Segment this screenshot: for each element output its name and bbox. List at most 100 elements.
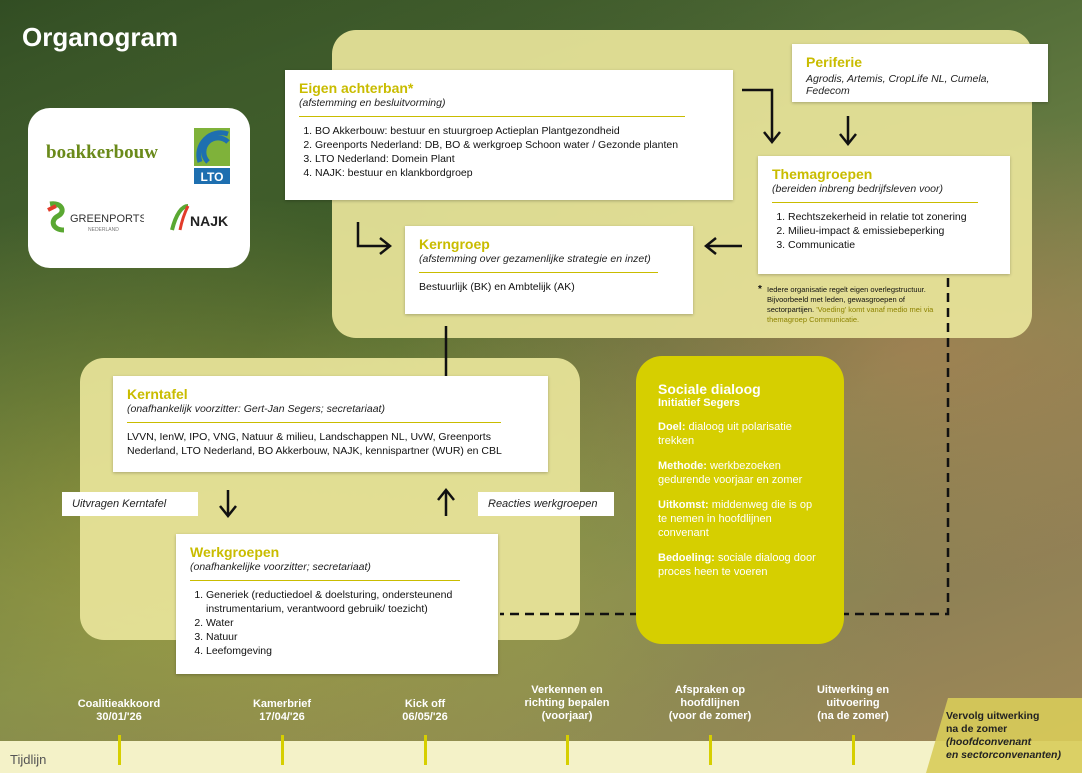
werkgroepen-list: Generiek (reductiedoel & doelsturing, on…: [190, 588, 484, 658]
uitkomst-paragraph: Uitkomst: middenweg die is op te nemen i…: [658, 498, 822, 540]
divider: [127, 422, 502, 423]
werkgroepen-subtitle: (onafhankelijke voorzitter; secretariaat…: [190, 561, 371, 573]
milestone-line: na de zomer: [946, 723, 1008, 735]
uitvragen-label: Uitvragen Kerntafel: [62, 492, 198, 516]
svg-text:LTO: LTO: [201, 170, 224, 184]
doel-label: Doel:: [658, 421, 686, 433]
eigen-achterban-list: BO Akkerbouw: bestuur en stuurgroep Acti…: [299, 124, 719, 180]
eigen-achterban-subtitle: (afstemming en besluitvorming): [299, 97, 446, 109]
timeline-bar: [0, 741, 1082, 773]
milestone-coalitieakkoord: Coalitieakkoord 30/01/'26: [54, 698, 184, 724]
milestone-line: Verkennen en: [531, 684, 603, 696]
milestone-line: (na de zomer): [817, 710, 889, 722]
timeline-end-shape: [926, 698, 1082, 773]
doel-paragraph: Doel: dialoog uit polarisatie trekken: [658, 420, 822, 448]
divider: [299, 116, 686, 117]
milestone-kamerbrief: Kamerbrief 17/04/'26: [217, 698, 347, 724]
milestone-line: (voorjaar): [541, 710, 593, 722]
greenports-icon: GREENPORTS NEDERLAND: [47, 201, 147, 233]
timeline-tick: [118, 735, 121, 765]
doel-text: dialoog uit polarisatie trekken: [658, 421, 792, 447]
uitkomst-text: middenweg die is op te nemen in hoofdlij…: [658, 499, 813, 539]
milestone-line: Coalitieakkoord: [77, 698, 161, 710]
milestone-line: Kamerbrief: [252, 698, 312, 710]
timeline-label: Tijdlijn: [10, 752, 47, 767]
najk-logo: NAJK: [170, 204, 240, 239]
divider: [772, 202, 979, 203]
milestone-line: Vervolg uitwerking: [946, 710, 1040, 722]
list-item: Communicatie: [788, 238, 996, 252]
list-item: Water: [206, 616, 484, 630]
list-item: Leefomgeving: [206, 644, 484, 658]
milestone-line: 17/04/'26: [259, 711, 305, 723]
milestone-afspraken: Afspraken op hoofdlijnen (voor de zomer): [645, 684, 775, 723]
arrow-achterban-to-kerngroep: [356, 222, 388, 248]
kerngroep-body: Bestuurlijk (BK) en Ambtelijk (AK): [419, 281, 575, 293]
bedoeling-text: sociale dialoog door proces heen te voer…: [658, 552, 816, 578]
milestone-line: Afspraken op: [674, 684, 746, 696]
periferie-title: Periferie: [806, 54, 863, 70]
kerngroep-box: Kerngroep (afstemming over gezamenlijke …: [405, 226, 693, 314]
periferie-body: Agrodis, Artemis, CropLife NL, Cumela, F…: [806, 73, 990, 97]
milestone-line: 30/01/'26: [96, 711, 142, 723]
methode-paragraph: Methode: werkbezoeken gedurende voorjaar…: [658, 459, 822, 487]
bedoeling-paragraph: Bedoeling: sociale dialoog door proces h…: [658, 551, 822, 579]
kerntafel-body: LVVN, IenW, IPO, VNG, Natuur & milieu, L…: [127, 431, 502, 457]
milestone-line: hoofdlijnen: [680, 697, 740, 709]
milestone-line: 06/05/'26: [402, 711, 448, 723]
page-title: Organogram: [22, 22, 179, 52]
methode-label: Methode:: [658, 460, 707, 472]
logo-card: boakkerbouw LTO GREENPORTS NEDERLAND NAJ…: [28, 108, 250, 268]
kerntafel-box: Kerntafel (onafhankelijk voorzitter: Ger…: [113, 376, 548, 472]
divider: [190, 580, 461, 581]
milestone-kick-off: Kick off 06/05/'26: [360, 698, 490, 724]
methode-text: werkbezoeken gedurende voorjaar en zomer: [658, 460, 803, 486]
timeline-tick: [281, 735, 284, 765]
milestone-line: Uitwerking en: [816, 684, 890, 696]
themagroepen-box: Themagroepen (bereiden inbreng bedrijfsl…: [758, 156, 1010, 274]
greenports-logo: GREENPORTS NEDERLAND: [44, 200, 147, 241]
bo-akkerbouw-logo: boakkerbouw: [46, 142, 158, 164]
list-item: NAJK: bestuur en klankbordgroep: [315, 166, 719, 180]
milestone-vervolg: Vervolg uitwerking na de zomer (hoofdcon…: [946, 710, 1082, 762]
timeline-tick: [566, 735, 569, 765]
sociale-dialoog-card: Sociale dialoog Initiatief Segers Doel: …: [636, 356, 844, 644]
sociale-dialoog-subtitle: Initiatief Segers: [658, 397, 740, 409]
list-item: Natuur: [206, 630, 484, 644]
milestone-verkennen: Verkennen en richting bepalen (voorjaar): [502, 684, 632, 723]
kerntafel-title: Kerntafel: [127, 386, 188, 402]
timeline-tick: [852, 735, 855, 765]
werkgroepen-box: Werkgroepen (onafhankelijke voorzitter; …: [176, 534, 498, 674]
bo-akkerbouw-logo-text: boakkerbouw: [46, 142, 158, 163]
uitkomst-label: Uitkomst:: [658, 499, 709, 511]
milestone-line: richting bepalen: [524, 697, 610, 709]
divider: [419, 272, 659, 273]
milestone-line: (voor de zomer): [668, 710, 752, 722]
themagroepen-title: Themagroepen: [772, 166, 873, 182]
arrow-achterban-to-themagroepen: [742, 88, 774, 140]
periferie-box: Periferie Agrodis, Artemis, CropLife NL,…: [792, 44, 1048, 102]
sociale-dialoog-title: Sociale dialoog: [658, 381, 761, 397]
reacties-label: Reacties werkgroepen: [478, 492, 614, 516]
footnote: * Iedere organisatie regelt eigen overle…: [758, 285, 938, 325]
kerntafel-subtitle: (onafhankelijk voorzitter: Gert-Jan Sege…: [127, 403, 385, 415]
kerngroep-title: Kerngroep: [419, 236, 490, 252]
svg-text:NEDERLAND: NEDERLAND: [88, 227, 119, 233]
eigen-achterban-box: Eigen achterban* (afstemming en besluitv…: [285, 70, 733, 200]
list-item: LTO Nederland: Domein Plant: [315, 152, 719, 166]
timeline-tick: [709, 735, 712, 765]
milestone-line: Kick off: [404, 698, 446, 710]
timeline-tick: [424, 735, 427, 765]
themagroepen-subtitle: (bereiden inbreng bedrijfsleven voor): [772, 183, 944, 195]
werkgroepen-title: Werkgroepen: [190, 544, 280, 560]
footnote-highlight: 'Voeding' komt vanaf medio mei via thema…: [767, 305, 934, 324]
milestone-uitwerking: Uitwerking en uitvoering (na de zomer): [788, 684, 918, 723]
eigen-achterban-title: Eigen achterban*: [299, 80, 414, 96]
lto-logo: LTO: [194, 128, 230, 184]
milestone-line: uitvoering: [826, 697, 880, 709]
kerngroep-subtitle: (afstemming over gezamenlijke strategie …: [419, 253, 651, 265]
svg-text:GREENPORTS: GREENPORTS: [70, 213, 144, 225]
list-item: BO Akkerbouw: bestuur en stuurgroep Acti…: [315, 124, 719, 138]
milestone-line: (hoofdconvenant: [946, 736, 1032, 748]
footnote-text: Iedere organisatie regelt eigen overlegs…: [767, 285, 926, 314]
